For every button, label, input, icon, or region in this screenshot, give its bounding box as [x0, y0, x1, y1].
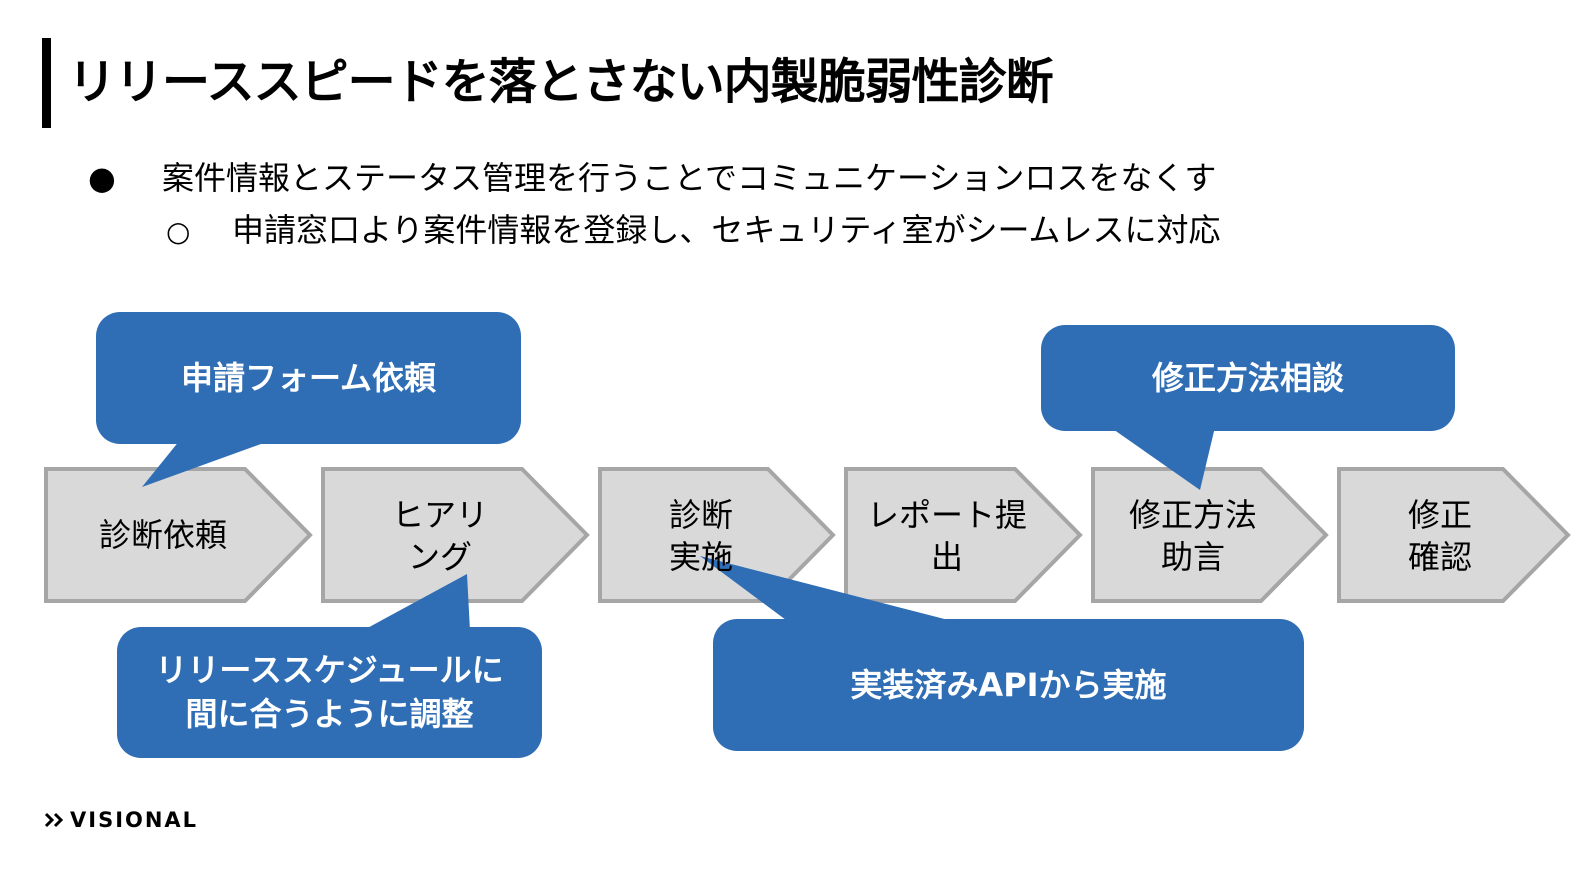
callout-application-form — [96, 312, 521, 487]
chevron-step-2 — [321, 467, 590, 603]
double-chevron-icon — [44, 812, 64, 828]
visional-logo: VISIONAL — [44, 808, 198, 832]
page-title: リリーススピードを落とさない内製脆弱性診断 — [68, 54, 1054, 110]
bullet-circle-icon: ○ — [166, 215, 191, 248]
bullet-text: 案件情報とステータス管理を行うことでコミュニケーションロスをなくす — [162, 159, 1217, 197]
chevron-step-1 — [44, 467, 313, 603]
callout-implemented-api — [700, 556, 1304, 751]
step-label-hearing: ヒアリ ング — [391, 496, 488, 576]
chevron-step-6 — [1337, 467, 1571, 603]
bullet-dot-icon: ● — [88, 159, 116, 197]
callout-release-schedule — [117, 574, 542, 758]
chevron-step-5 — [1091, 467, 1329, 603]
callout-text-fix-consultation: 修正方法相談 — [1151, 359, 1344, 397]
sub-bullet-text: 申請窓口より案件情報を登録し、セキュリティ室がシームレスに対応 — [232, 211, 1221, 249]
callout-text-release-schedule: リリーススケジュールに 間に合うように調整 — [155, 651, 504, 733]
bullet-item: ● 案件情報とステータス管理を行うことでコミュニケーションロスをなくす — [88, 158, 1216, 198]
callout-fix-consultation — [1041, 325, 1455, 490]
step-label-diagnosis-request: 診断依頼 — [98, 516, 227, 554]
chevron-step-4 — [844, 467, 1083, 603]
step-label-fix-advice: 修正方法 助言 — [1128, 496, 1257, 576]
logo-text: VISIONAL — [70, 808, 199, 832]
sub-bullet-item: ○ 申請窓口より案件情報を登録し、セキュリティ室がシームレスに対応 — [166, 210, 1220, 252]
callout-text-implemented-api: 実装済みAPIから実施 — [850, 666, 1167, 704]
step-label-report-submission: レポート提 出 — [866, 496, 1027, 576]
step-label-fix-confirmation: 修正 確認 — [1407, 496, 1472, 576]
callout-text-application-form: 申請フォーム依頼 — [180, 359, 437, 397]
step-label-diagnosis-execution: 診断 実施 — [668, 496, 733, 576]
title-accent-bar — [42, 38, 51, 128]
chevron-step-3 — [598, 467, 836, 603]
